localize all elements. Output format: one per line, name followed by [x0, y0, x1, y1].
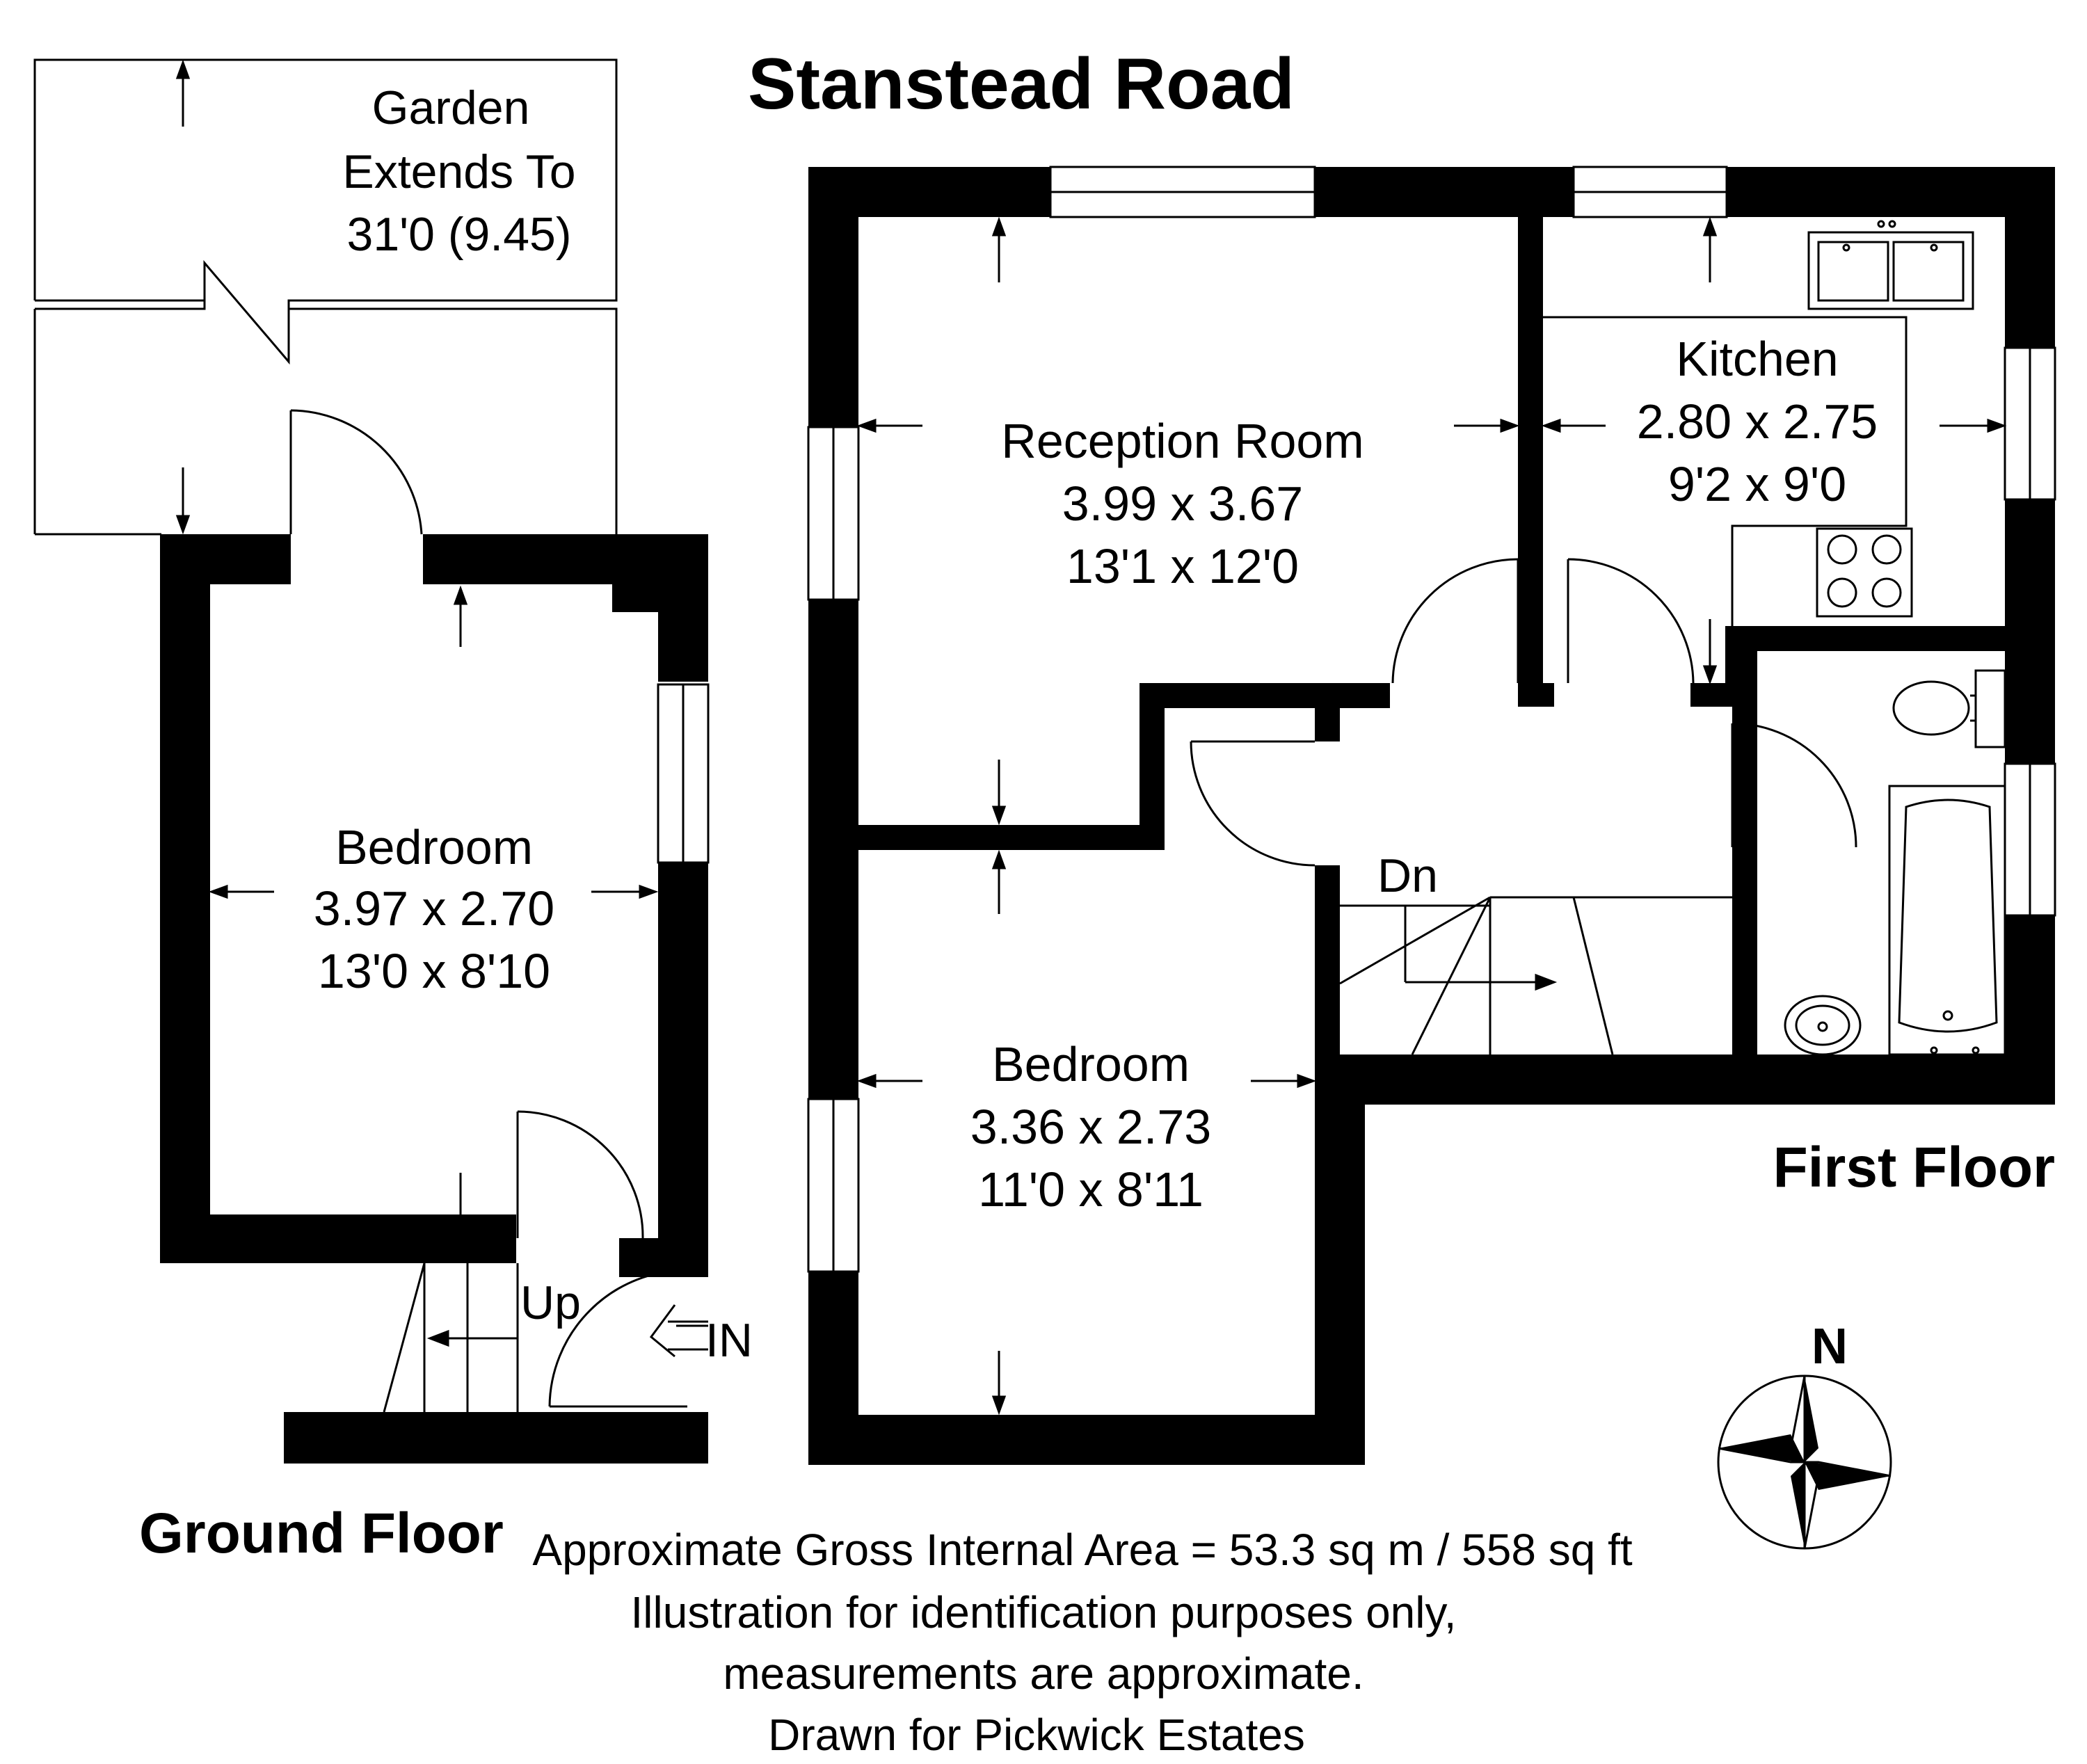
first-floor-doors — [1190, 558, 1857, 867]
first-bedroom-name: Bedroom — [992, 1037, 1190, 1091]
footer-note-1: Illustration for identification purposes… — [631, 1587, 1457, 1637]
ground-bedroom-metric: 3.97 x 2.70 — [314, 881, 554, 936]
entrance-arrow — [649, 1304, 708, 1358]
reception-imperial: 13'1 x 12'0 — [1066, 539, 1299, 593]
stairs-down-label: Dn — [1377, 849, 1438, 902]
garden-area — [33, 58, 618, 536]
ground-bedroom-name: Bedroom — [335, 820, 533, 874]
first-bedroom-imperial: 11'0 x 8'11 — [978, 1162, 1204, 1217]
first-floor-walls — [808, 167, 2055, 1465]
ground-floor-label: Ground Floor — [139, 1502, 504, 1565]
kitchen-name: Kitchen — [1676, 332, 1838, 386]
ground-stairs — [383, 1262, 519, 1413]
first-floor-stairs — [1339, 896, 1732, 1055]
stairs-up-label: Up — [520, 1276, 581, 1329]
page-title: Stanstead Road — [748, 44, 1295, 125]
footer-drawn: Drawn for Pickwick Estates — [768, 1710, 1305, 1760]
entrance-label: IN — [705, 1314, 753, 1367]
ground-floor-walls — [160, 534, 708, 1464]
garden-label-3: 31'0 (9.45) — [347, 208, 572, 261]
kitchen-worktop — [1543, 220, 1974, 626]
ground-dimension-arrows — [208, 585, 659, 1237]
garden-arrows — [175, 59, 191, 535]
garden-label-2: Extends To — [342, 145, 575, 198]
ground-bedroom-imperial: 13'0 x 8'10 — [318, 944, 550, 998]
kitchen-imperial: 9'2 x 9'0 — [1668, 457, 1846, 511]
first-floor-label: First Floor — [1773, 1136, 2055, 1199]
ground-window-east — [657, 683, 710, 864]
garden-label-1: Garden — [372, 81, 530, 134]
compass-north-label: N — [1812, 1319, 1848, 1374]
first-bedroom-metric: 3.36 x 2.73 — [970, 1100, 1211, 1154]
first-floor-dimension-arrows — [856, 216, 2007, 1416]
bathroom-fixtures — [1784, 669, 2006, 1056]
reception-name: Reception Room — [1001, 414, 1364, 468]
compass-rose-icon — [1717, 1374, 1892, 1550]
kitchen-metric: 2.80 x 2.75 — [1637, 394, 1878, 449]
footer-area: Approximate Gross Internal Area = 53.3 s… — [532, 1525, 1632, 1575]
ground-entrance-door — [548, 1269, 688, 1408]
ground-garden-door — [289, 409, 423, 535]
first-floor-windows — [807, 166, 2056, 1273]
reception-metric: 3.99 x 3.67 — [1062, 476, 1303, 531]
ground-inner-door — [516, 1110, 644, 1239]
footer-note-2: measurements are approximate. — [723, 1649, 1364, 1699]
